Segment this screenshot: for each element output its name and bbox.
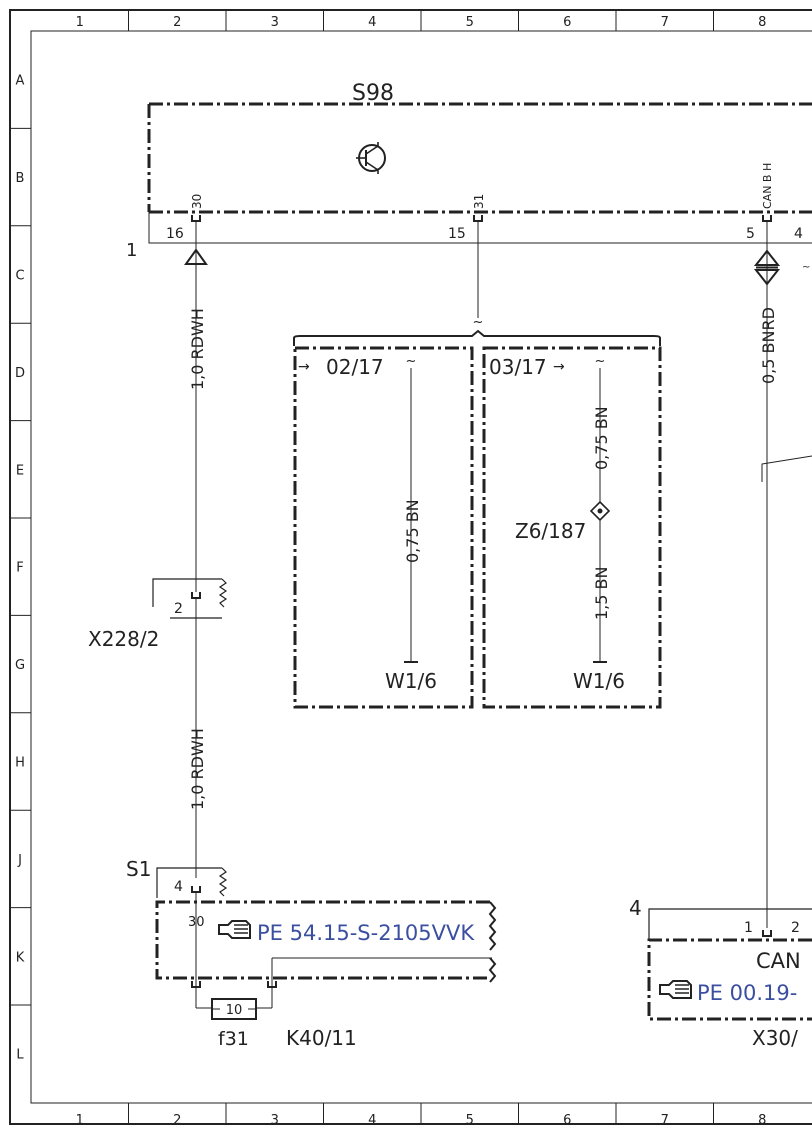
row-ruler: A B C D E F G H J K L [10, 74, 31, 1063]
x30-connector-label: 4 [629, 896, 642, 920]
column-label-top: 5 [466, 15, 474, 30]
variant-brace [293, 329, 661, 346]
variant-b-wire-2-label: 1,5 BN [592, 567, 611, 620]
f31-label: f31 [218, 1028, 249, 1050]
column-label-top: 1 [76, 15, 84, 30]
fuse-value: 10 [226, 1003, 243, 1018]
column-label-top: 4 [368, 15, 376, 30]
x30-pin-1: 1 [744, 920, 753, 936]
variant-b-box [482, 346, 662, 709]
s98-housing [147, 102, 812, 214]
pin-terminal-icon [191, 592, 201, 599]
column-label-top: 7 [661, 15, 669, 30]
break-symbol: ~ [406, 354, 417, 369]
x30-can-label: CAN [756, 949, 801, 973]
x30-label: X30/ [752, 1026, 798, 1050]
column-label-bottom: 7 [661, 1113, 669, 1128]
variant-a-wire-label: 0,75 BN [403, 499, 422, 563]
variant-b-label: 03/17 [489, 355, 547, 379]
break-mark [488, 901, 497, 951]
column-label-bottom: 2 [173, 1113, 181, 1128]
inner-border [30, 30, 812, 1104]
variant-a-ground: W1/6 [385, 669, 437, 693]
x228-bracket [152, 578, 222, 607]
k40-label: K40/11 [286, 1026, 357, 1050]
k40-housing [155, 900, 490, 980]
pin-terminal-icon [191, 215, 772, 222]
variant-a-box [293, 346, 474, 709]
s1-label: S1 [126, 857, 151, 881]
pin-16-label: 16 [166, 226, 184, 242]
splice-icon [589, 500, 611, 522]
row-label: H [15, 756, 25, 771]
column-label-bottom: 5 [466, 1113, 474, 1128]
column-label-top: 3 [271, 15, 279, 30]
bidirectional-arrow-icon [753, 249, 781, 286]
terminal-can-label: CAN B H [761, 163, 774, 209]
row-label: L [16, 1048, 24, 1063]
resistor-icon [218, 867, 228, 897]
variant-b-wire-1-label: 0,75 BN [592, 406, 611, 470]
column-label-top: 2 [173, 15, 181, 30]
reference-link-2[interactable]: PE 00.19- [697, 981, 797, 1005]
z6-label: Z6/187 [515, 519, 586, 543]
pin-terminal-icon [267, 981, 277, 988]
row-label: K [16, 950, 25, 965]
pin-15-label: 15 [448, 226, 466, 242]
x30-bracket [648, 908, 812, 940]
column-label-bottom: 4 [368, 1113, 376, 1128]
s98-label: S98 [352, 81, 394, 106]
reference-link-1[interactable]: PE 54.15-S-2105VVK [257, 921, 475, 945]
pin-terminal-icon [191, 886, 201, 893]
terminal-30-label: 30 [190, 194, 204, 209]
branch-line [761, 455, 812, 482]
column-label-top: 8 [758, 15, 766, 30]
x228-pin-label: 2 [174, 601, 183, 617]
outer-border [9, 9, 812, 1125]
row-label: F [16, 561, 23, 576]
pin-5-label: 5 [746, 226, 755, 242]
wire-label-2: 1,0 RDWH [188, 728, 207, 810]
pin-terminal-icon [762, 930, 772, 937]
break-symbol: ~ [473, 315, 484, 330]
wire-label-3: 0,5 BNRD [759, 307, 778, 384]
connector-strip [148, 212, 812, 244]
tick-mark: ~ [802, 262, 810, 273]
pin-terminal-icon [191, 981, 201, 988]
break-symbol: ~ [595, 354, 606, 369]
column-label-top: 6 [563, 15, 571, 30]
x30-pin-2: 2 [791, 920, 800, 936]
s1-bracket [156, 867, 222, 898]
row-label: D [15, 366, 25, 381]
row-label: A [16, 74, 25, 89]
variant-a-label: 02/17 [326, 355, 384, 379]
pin-4-label: 4 [794, 226, 803, 242]
row-label: E [16, 463, 24, 478]
splice-dot [597, 508, 603, 514]
x30-housing [647, 938, 812, 1021]
column-label-bottom: 1 [76, 1113, 84, 1128]
connector-1-label: 1 [126, 240, 137, 261]
arrow-right-icon: → [553, 359, 565, 375]
resistor-icon [218, 578, 228, 608]
terminal-31-label: 31 [472, 194, 486, 209]
variant-b-ground: W1/6 [573, 669, 625, 693]
wire-label-1: 1,0 RDWH [188, 308, 207, 390]
column-ruler: 1 1 2 2 3 3 4 4 5 5 6 6 7 7 8 8 [76, 10, 766, 1128]
column-label-bottom: 3 [271, 1113, 279, 1128]
row-label: G [15, 658, 25, 673]
arrow-right-icon: → [298, 359, 310, 375]
row-label: B [16, 171, 25, 186]
row-label: C [15, 269, 24, 284]
reference-hand-icon [218, 920, 251, 939]
x228-label: X228/2 [88, 627, 159, 651]
s1-pin-label: 4 [174, 879, 183, 895]
row-label: J [17, 853, 22, 868]
column-label-bottom: 8 [758, 1113, 766, 1128]
column-label-bottom: 6 [563, 1113, 571, 1128]
transistor-icon [356, 142, 386, 174]
break-mark [488, 957, 497, 983]
reference-hand-icon [659, 980, 692, 999]
